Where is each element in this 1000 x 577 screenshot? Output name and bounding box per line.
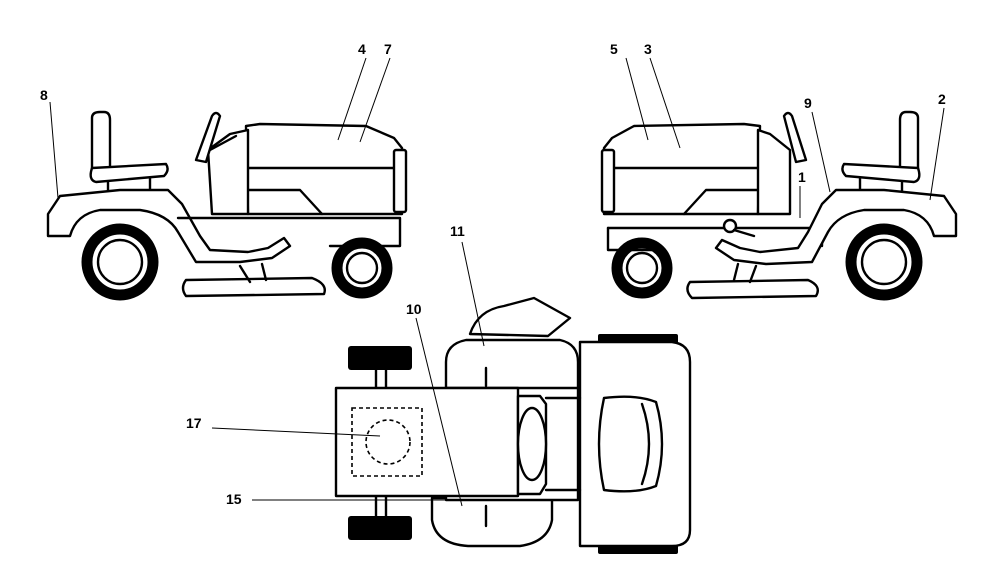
- callout-1: 1: [798, 169, 806, 185]
- tractor-top-view: [334, 296, 692, 554]
- callout-4: 4: [358, 41, 366, 57]
- rear-wheel-left: [81, 223, 159, 301]
- callout-8: 8: [40, 87, 48, 103]
- mower-deck-left: [181, 276, 326, 298]
- steering-wheel-left: [194, 111, 222, 164]
- callout-17: 17: [186, 415, 202, 431]
- callout-9: 9: [804, 95, 812, 111]
- seat-cushion-left: [89, 162, 169, 184]
- front-tire-top-upper: [348, 346, 412, 370]
- callout-11: 11: [450, 223, 465, 239]
- callout-5: 5: [610, 41, 618, 57]
- seat-back-left: [90, 110, 112, 174]
- tractor-right-side-view: [600, 110, 958, 301]
- tractor-left-side-view: [46, 110, 408, 301]
- seat-cushion-right: [841, 162, 921, 184]
- callout-7: 7: [384, 41, 392, 57]
- callout-labels: 8 4 7 5 3 9 1 2 11 10 17 15: [40, 41, 946, 507]
- mower-deck-right: [686, 278, 819, 300]
- callout-2: 2: [938, 91, 946, 107]
- seat-back-right: [898, 110, 920, 174]
- rear-fender-right: [714, 188, 958, 266]
- front-wheel-left: [331, 237, 393, 299]
- rear-fender-left: [46, 188, 292, 264]
- right-fender-top: [430, 496, 554, 548]
- callout-15: 15: [226, 491, 242, 507]
- steering-wheel-right: [782, 111, 808, 164]
- callout-3: 3: [644, 41, 652, 57]
- left-fender-top: [444, 338, 580, 392]
- rear-wheel-right: [845, 223, 923, 301]
- front-wheel-right: [611, 237, 673, 299]
- callout-10: 10: [406, 301, 422, 317]
- leader-lines: [49, 57, 945, 507]
- decal-area-dashed: [351, 407, 423, 477]
- hood-top: [334, 386, 520, 498]
- front-tire-top-lower: [348, 516, 412, 540]
- seat-top: [597, 395, 664, 493]
